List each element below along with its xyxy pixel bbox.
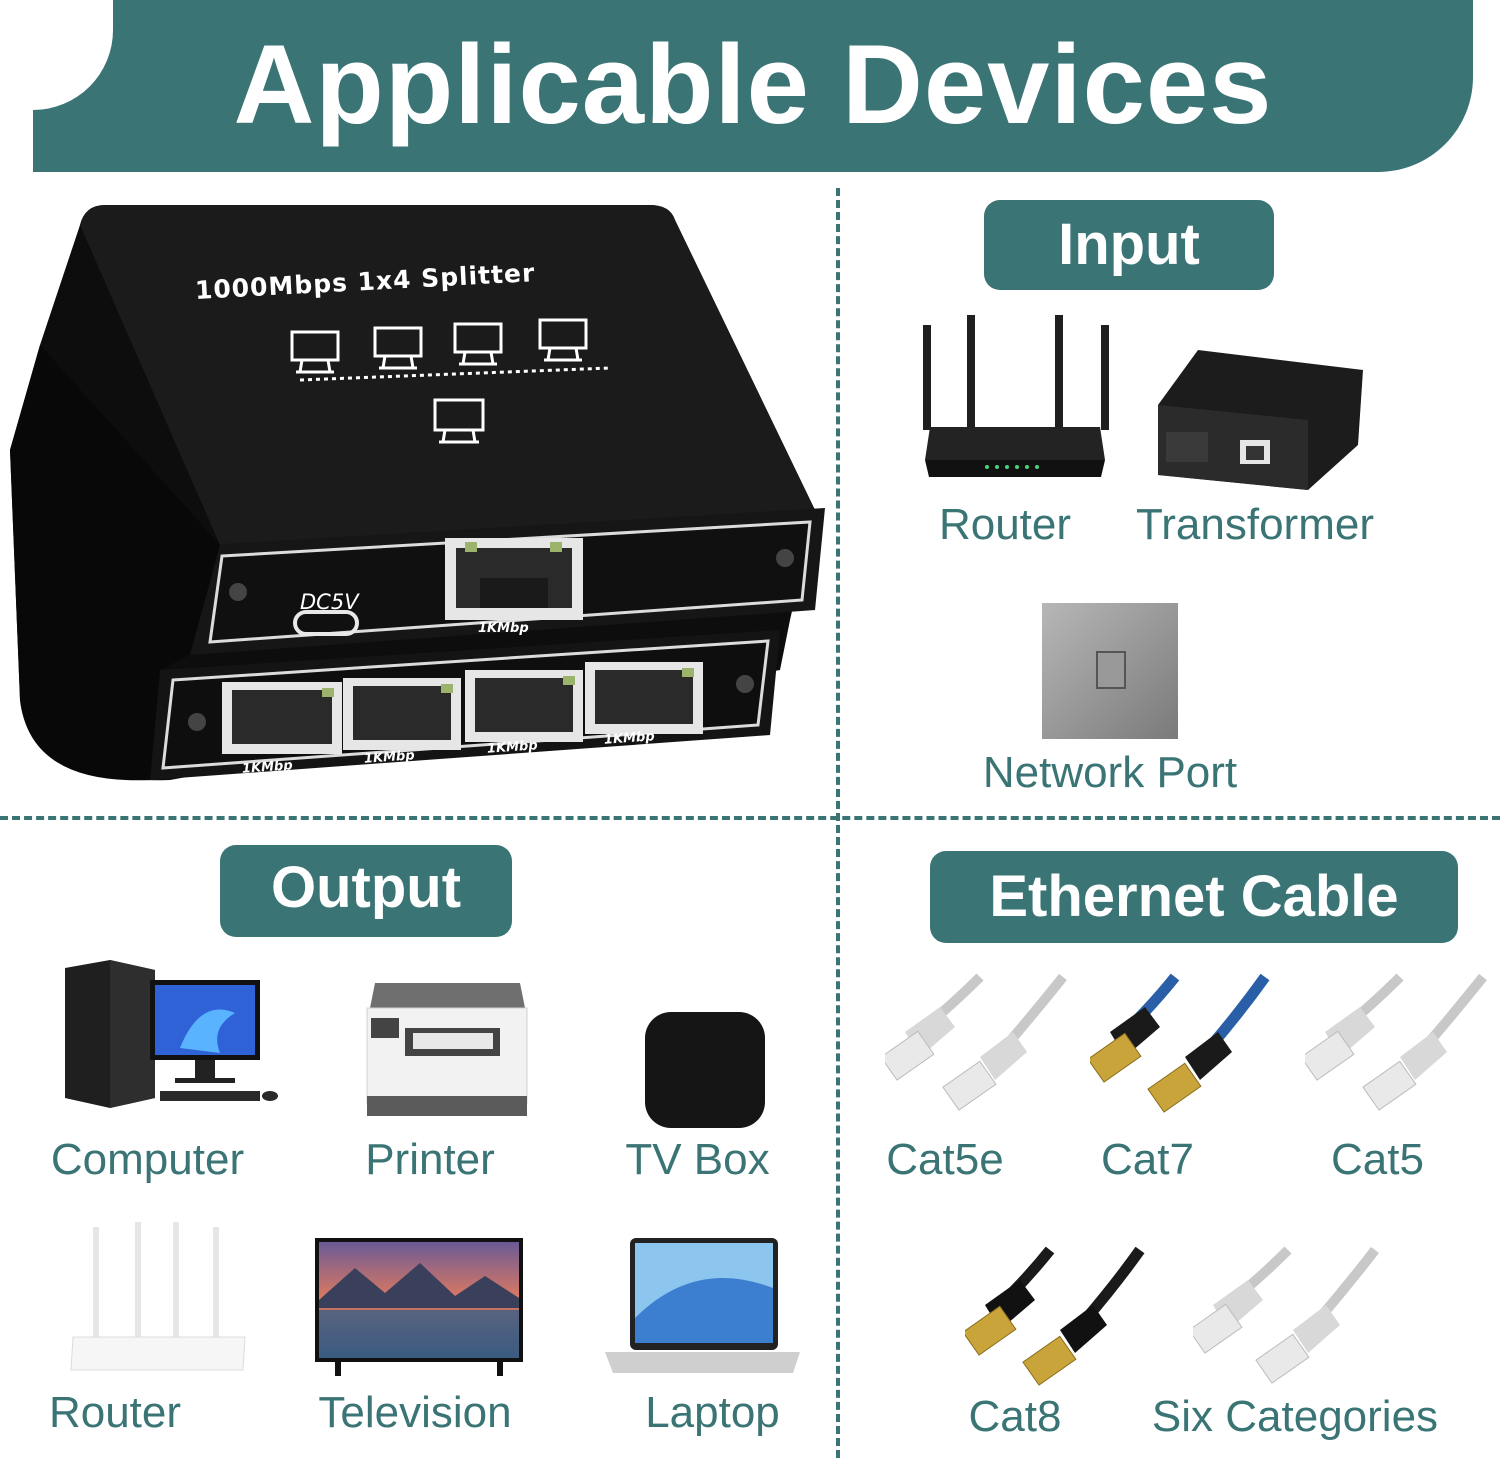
port-label: 1KMbp	[478, 621, 529, 636]
output-item-label: Television	[318, 1388, 512, 1437]
cable-item-label: Six Categories	[1151, 1392, 1439, 1441]
media-converter-icon	[1158, 350, 1363, 490]
tv-box-icon	[645, 1012, 765, 1128]
router-icon	[65, 1222, 250, 1377]
output-item-label: Router	[48, 1388, 182, 1437]
cable-item-label: Cat5e	[886, 1135, 1004, 1184]
printer-icon	[365, 978, 530, 1116]
power-label: DC5V	[300, 590, 359, 614]
computer-icon	[60, 958, 290, 1113]
input-heading: Input	[984, 200, 1274, 290]
input-item-label: Router	[938, 500, 1072, 549]
output-item-label: TV Box	[625, 1135, 770, 1184]
output-heading: Output	[220, 845, 512, 937]
page-title: Applicable Devices	[233, 22, 1273, 147]
cable-icon	[880, 972, 1070, 1112]
cable-icon	[1300, 972, 1490, 1112]
splitter-device-image	[10, 200, 825, 790]
output-item-label: Laptop	[645, 1388, 780, 1437]
television-icon	[315, 1238, 525, 1378]
router-icon	[915, 315, 1115, 480]
vertical-divider	[836, 188, 840, 1458]
horizontal-divider	[0, 816, 1500, 820]
wall-network-port-icon	[1042, 603, 1178, 739]
output-item-label: Computer	[50, 1135, 245, 1184]
splitter-device-icon	[10, 205, 825, 781]
input-item-label: Network Port	[982, 748, 1238, 797]
cable-icon	[1087, 972, 1275, 1117]
cable-item-label: Cat7	[1101, 1135, 1194, 1184]
cable-icon	[962, 1245, 1150, 1390]
laptop-icon	[605, 1238, 800, 1383]
output-item-label: Printer	[365, 1135, 495, 1184]
input-item-label: Transformer	[1136, 500, 1374, 549]
cable-item-label: Cat8	[968, 1392, 1062, 1441]
cable-icon	[1188, 1245, 1383, 1390]
cable-heading: Ethernet Cable	[930, 851, 1458, 943]
cable-item-label: Cat5	[1331, 1135, 1424, 1184]
header-banner	[33, 0, 1473, 172]
